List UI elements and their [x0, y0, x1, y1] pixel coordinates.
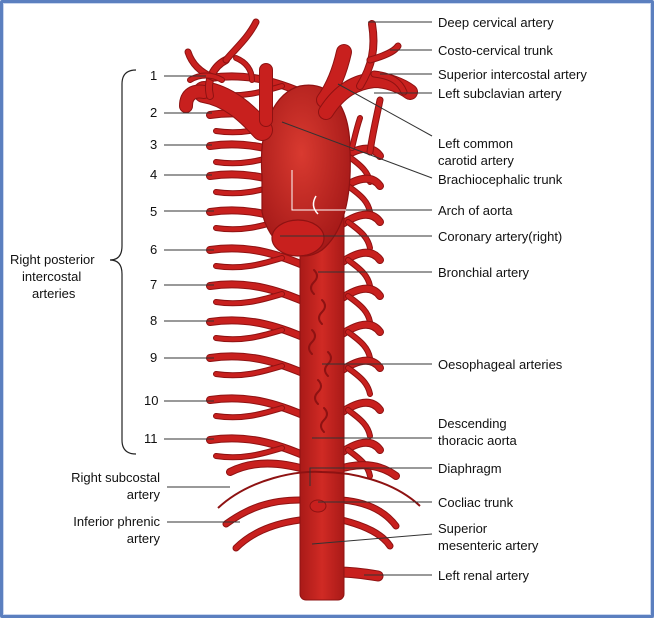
oesophageal-branch-1	[310, 269, 318, 295]
left-common-carotid	[317, 45, 351, 107]
label-left-common-carotid-2: carotid artery	[438, 153, 514, 168]
number-9: 9	[150, 350, 157, 365]
intercostal-brace	[109, 69, 137, 455]
coronary-bulb	[271, 219, 325, 257]
intercostal-right-branch-8	[214, 328, 284, 342]
left-superior-intercostal	[371, 71, 407, 95]
label-inferior-phrenic-1: Inferior phrenic	[73, 514, 160, 529]
label-descending-1: Descending	[438, 416, 507, 431]
oesophageal-branch-2	[318, 299, 326, 325]
right-labels: Deep cervical artery Costo-cervical trun…	[438, 15, 587, 583]
left-labels: Right posterior intercostal arteries Rig…	[10, 252, 160, 546]
inferior-phrenic-artery	[223, 497, 303, 527]
label-right-posterior-3: arteries	[32, 286, 76, 301]
label-inferior-phrenic-2: artery	[127, 531, 161, 546]
descending-aorta	[299, 199, 345, 601]
label-superior-mesenteric-2: mesenteric artery	[438, 538, 539, 553]
intercostal-left-branch-8	[346, 330, 372, 360]
arch-highlight	[312, 195, 319, 215]
intercostal-right-branch-6	[214, 256, 284, 270]
artery-illustration	[179, 18, 421, 601]
label-right-subcostal-2: artery	[127, 487, 161, 502]
intercostal-left-branch-7	[346, 294, 372, 324]
intercostal-right-branch-10	[214, 406, 284, 420]
number-6: 6	[150, 242, 157, 257]
label-left-common-carotid-1: Left common	[438, 136, 513, 151]
label-brachiocephalic: Brachiocephalic trunk	[438, 172, 563, 187]
left-costo-cervical	[367, 43, 401, 63]
intercostal-number-leaders	[164, 75, 214, 440]
lower-left-branch	[339, 517, 393, 549]
number-1: 1	[150, 68, 157, 83]
coeliac-trunk	[309, 499, 327, 513]
number-5: 5	[150, 204, 157, 219]
diaphragm-curve	[217, 470, 421, 509]
intercostal-left-branch-9	[346, 366, 372, 396]
label-right-posterior-1: Right posterior	[10, 252, 95, 267]
number-11: 11	[144, 431, 158, 446]
number-3: 3	[150, 137, 157, 152]
oesophageal-branch-3	[308, 329, 316, 355]
number-4: 4	[150, 167, 157, 182]
intercostal-numbers: 1 2 3 4 5 6 7 8 9 10 11	[144, 68, 158, 446]
right-small-branch	[234, 56, 254, 82]
left-intercostal-2	[350, 116, 362, 150]
intercostal-left-branch-6	[346, 258, 372, 288]
label-arch-aorta: Arch of aorta	[438, 203, 513, 218]
number-7: 7	[150, 277, 157, 292]
leader-left-common-carotid	[337, 83, 433, 137]
number-8: 8	[150, 313, 157, 328]
label-right-subcostal-1: Right subcostal	[71, 470, 160, 485]
intercostal-left-branch-10	[346, 408, 372, 438]
label-left-renal: Left renal artery	[438, 568, 530, 583]
label-superior-mesenteric-1: Superior	[438, 521, 488, 536]
oesophageal-branch-5	[314, 379, 322, 405]
right-subclavian	[180, 85, 210, 112]
label-deep-cervical: Deep cervical artery	[438, 15, 554, 30]
intercostal-right-branch-9	[214, 364, 284, 378]
leader-brachiocephalic	[281, 121, 433, 179]
label-oesophageal: Oesophageal arteries	[438, 357, 563, 372]
oesophageal-branch-6	[320, 407, 328, 433]
label-bronchial: Bronchial artery	[438, 265, 530, 280]
lower-right-branch	[233, 517, 303, 551]
intercostal-right-branch-11	[214, 446, 284, 460]
left-phrenic-artery	[339, 497, 399, 529]
left-intercostal-1	[367, 97, 383, 155]
label-coronary: Coronary artery(right)	[438, 229, 562, 244]
label-coeliac: Cocliac trunk	[438, 495, 514, 510]
leader-superior-mesenteric	[311, 533, 433, 545]
label-diaphragm: Diaphragm	[438, 461, 502, 476]
intercostal-left-branch-5	[346, 220, 372, 250]
number-10: 10	[144, 393, 158, 408]
label-costo-cervical: Costo-cervical trunk	[438, 43, 553, 58]
label-left-subclavian: Left subclavian artery	[438, 86, 562, 101]
label-right-posterior-2: intercostal	[22, 269, 81, 284]
leader-lines	[167, 21, 433, 576]
right-deep-cervical	[223, 19, 259, 63]
leader-diaphragm	[309, 467, 432, 486]
label-descending-2: thoracic aorta	[438, 433, 518, 448]
label-superior-intercostal: Superior intercostal artery	[438, 67, 587, 82]
intercostal-right-branch-7	[214, 292, 284, 306]
lower-right-branch-outline	[232, 516, 304, 552]
number-2: 2	[150, 105, 157, 120]
